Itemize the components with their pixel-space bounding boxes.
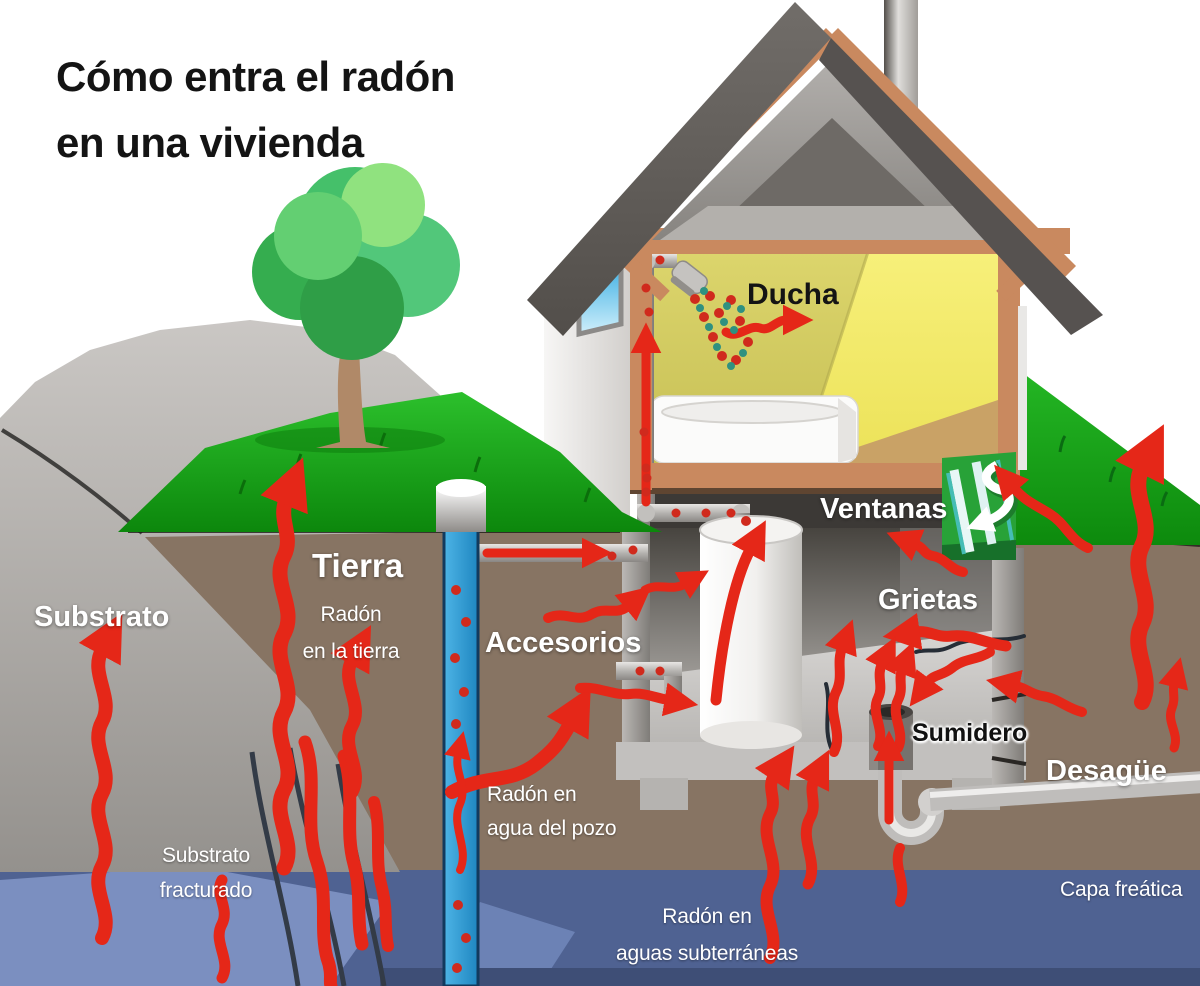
house-frame xyxy=(596,228,1070,494)
label-grietas: Grietas xyxy=(878,584,978,616)
label-ducha: Ducha xyxy=(747,278,839,311)
label-desague: Desagüe xyxy=(1046,755,1167,787)
radon-arrows xyxy=(78,304,1189,964)
label-tierra: Tierra xyxy=(312,547,404,584)
basement-window xyxy=(942,452,1018,560)
bathtub xyxy=(649,395,859,464)
radon-dots xyxy=(450,255,753,973)
label-radon-en-la-tierra: Radón en la tierra xyxy=(302,603,400,663)
page-title: Cómo entra el radón en una vivienda xyxy=(56,44,455,176)
label-sumidero: Sumidero xyxy=(912,719,1028,747)
label-substrato-fracturado: Substrato fracturado xyxy=(159,844,253,902)
label-accesorios: Accesorios xyxy=(485,627,642,659)
label-ventanas: Ventanas xyxy=(820,493,948,525)
title-line2: en una vivienda xyxy=(56,119,364,166)
title-line1: Cómo entra el radón xyxy=(56,53,455,100)
roof xyxy=(527,2,1103,336)
house xyxy=(527,0,1103,532)
well xyxy=(436,479,486,986)
label-radon-agua-pozo: Radón en agua del pozo xyxy=(487,783,617,840)
label-radon-aguas-subterraneas: Radón en aguas subterráneas xyxy=(615,905,799,965)
right-grass xyxy=(1012,365,1200,545)
label-substrato: Substrato xyxy=(34,601,170,633)
attic xyxy=(652,60,1012,240)
water-dots xyxy=(696,287,747,370)
label-capa-freatica: Capa freática xyxy=(1060,878,1183,901)
tree xyxy=(252,163,460,448)
